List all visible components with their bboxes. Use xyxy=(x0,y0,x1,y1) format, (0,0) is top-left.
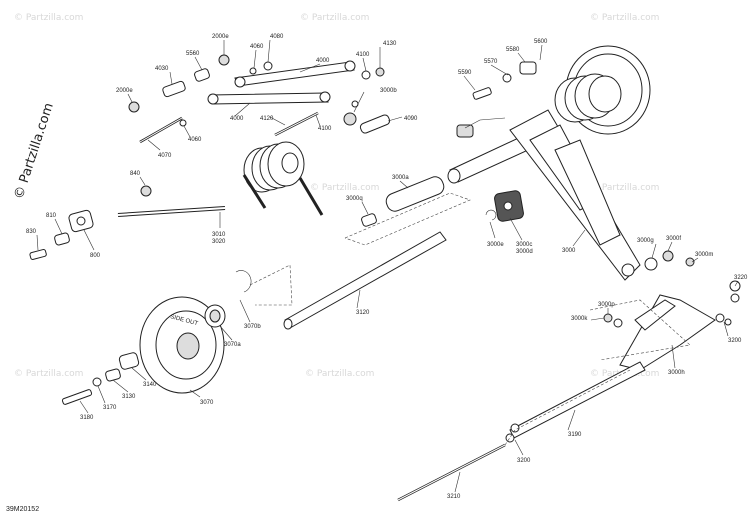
clip-3000e xyxy=(485,209,497,221)
label-3000: 3000 xyxy=(562,248,576,254)
label-4080: 4080 xyxy=(270,34,284,40)
upper-linkage-group xyxy=(128,54,391,144)
label-3000e: 3000e xyxy=(487,242,504,248)
watermark: © Partzilla.com xyxy=(300,13,369,23)
spacer-4030 xyxy=(162,80,186,98)
label-3010: 3010 xyxy=(212,232,226,238)
nut-3000p xyxy=(603,313,613,323)
label-3130: 3130 xyxy=(122,394,136,400)
watermark: © Partzilla.com xyxy=(590,183,659,193)
label-3000b: 3000b xyxy=(380,88,397,94)
label-4030: 4030 xyxy=(155,66,169,72)
link-4000-lower xyxy=(209,92,329,105)
spacer-4090 xyxy=(359,114,391,134)
wheel-3070-group: SIDE OUT xyxy=(61,270,252,405)
nut-3000f xyxy=(662,250,674,262)
label-810: 810 xyxy=(46,213,57,219)
watermark: © Partzilla.com xyxy=(310,183,379,193)
cap-2000e xyxy=(218,54,230,66)
cap-2000e-left xyxy=(128,101,140,113)
brand-label: © Partzilla.com xyxy=(12,101,57,201)
label-5590: 5590 xyxy=(458,70,472,76)
label-3000f: 3000f xyxy=(666,236,681,242)
leader-lines xyxy=(36,39,739,493)
label-3000k: 3000k xyxy=(571,316,588,322)
label-4090: 4090 xyxy=(404,116,418,122)
label-3210: 3210 xyxy=(447,494,461,500)
pivot-block-group xyxy=(29,185,152,260)
diagram-code: 39M20152 xyxy=(6,506,39,513)
bolt-5590 xyxy=(472,87,492,100)
label-2000e: 2000e xyxy=(116,88,133,94)
bushing-3000b xyxy=(343,112,357,126)
bracket-3000h-group xyxy=(589,294,716,371)
bushing-5560 xyxy=(194,68,210,82)
spacer-3130 xyxy=(105,368,121,382)
label-4060: 4060 xyxy=(188,137,202,143)
label-4070: 4070 xyxy=(158,153,172,159)
torsion-spring-3010 xyxy=(117,141,324,217)
label-3070a: 3070a xyxy=(224,342,241,348)
watermark: © Partzilla.com xyxy=(14,369,83,379)
label-5600: 5600 xyxy=(534,39,548,45)
label-3000c: 3000c xyxy=(516,242,532,248)
label-4120: 4120 xyxy=(260,116,274,122)
label-4100: 4100 xyxy=(356,52,370,58)
label-3200: 3200 xyxy=(517,458,531,464)
label-3000q: 3000q xyxy=(346,196,363,202)
watermark: © Partzilla.com xyxy=(14,13,83,23)
bolt-830 xyxy=(29,248,47,260)
label-3170: 3170 xyxy=(103,405,117,411)
watermark: © Partzilla.com xyxy=(305,369,374,379)
label-5570: 5570 xyxy=(484,59,498,65)
nut-840 xyxy=(140,185,152,197)
bolt-3180 xyxy=(61,389,93,405)
label-4060: 4060 xyxy=(250,44,264,50)
axle-3190 xyxy=(509,361,646,439)
label-3140: 3140 xyxy=(143,382,157,388)
label-4000: 4000 xyxy=(316,58,330,64)
label-4000: 4000 xyxy=(230,116,244,122)
label-3120: 3120 xyxy=(356,310,370,316)
label-3000d: 3000d xyxy=(516,249,533,255)
shaft-3000a xyxy=(385,176,445,212)
label-5580: 5580 xyxy=(506,47,520,53)
label-4100: 4100 xyxy=(318,126,332,132)
label-3020: 3020 xyxy=(212,239,226,245)
label-2000e: 2000e xyxy=(212,34,229,40)
label-3200: 3200 xyxy=(728,338,742,344)
label-4130: 4130 xyxy=(383,41,397,47)
label-3220: 3220 xyxy=(734,275,748,281)
nut-3000m xyxy=(685,257,695,267)
label-3000h: 3000h xyxy=(668,370,685,376)
label-800: 800 xyxy=(90,253,101,259)
label-3000a: 3000a xyxy=(392,175,409,181)
label-830: 830 xyxy=(26,229,37,235)
label-3070: 3070 xyxy=(200,400,214,406)
bushing-3000q xyxy=(361,213,377,227)
label-3190: 3190 xyxy=(568,432,582,438)
label-5560: 5560 xyxy=(186,51,200,57)
axle-3120 xyxy=(249,231,447,330)
label-840: 840 xyxy=(130,171,141,177)
label-3000g: 3000g xyxy=(637,238,654,244)
clip-3000g xyxy=(644,257,658,271)
label-3000m: 3000m xyxy=(695,252,713,258)
label-3070b: 3070b xyxy=(244,324,261,330)
watermark: © Partzilla.com xyxy=(590,13,659,23)
label-3000p: 3000p xyxy=(598,302,615,308)
bushing-3140 xyxy=(118,352,140,370)
lower-axle-group xyxy=(397,361,646,502)
bushing-5580 xyxy=(519,61,537,75)
center-shaft-group xyxy=(344,176,524,246)
label-3180: 3180 xyxy=(80,415,94,421)
rear-arm-assembly xyxy=(447,45,741,326)
circlip-3070b xyxy=(235,270,252,293)
part-labels: 2000e 4060 4080 5560 4030 4000 4100 4130… xyxy=(26,34,748,500)
